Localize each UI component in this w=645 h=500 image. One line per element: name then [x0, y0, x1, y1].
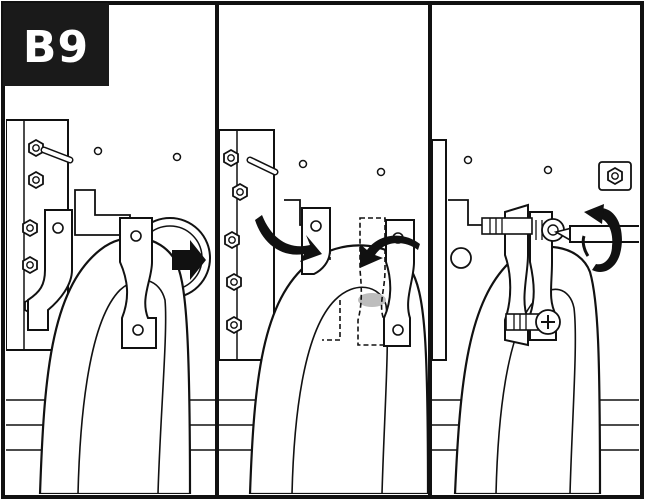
screw-icon: [506, 310, 560, 334]
step-label: B9: [23, 22, 89, 73]
step-badge: B9: [3, 3, 109, 86]
terminal-block-edge: [432, 140, 446, 360]
screwdriver-icon: [556, 226, 642, 242]
terminal-block: [219, 130, 275, 360]
